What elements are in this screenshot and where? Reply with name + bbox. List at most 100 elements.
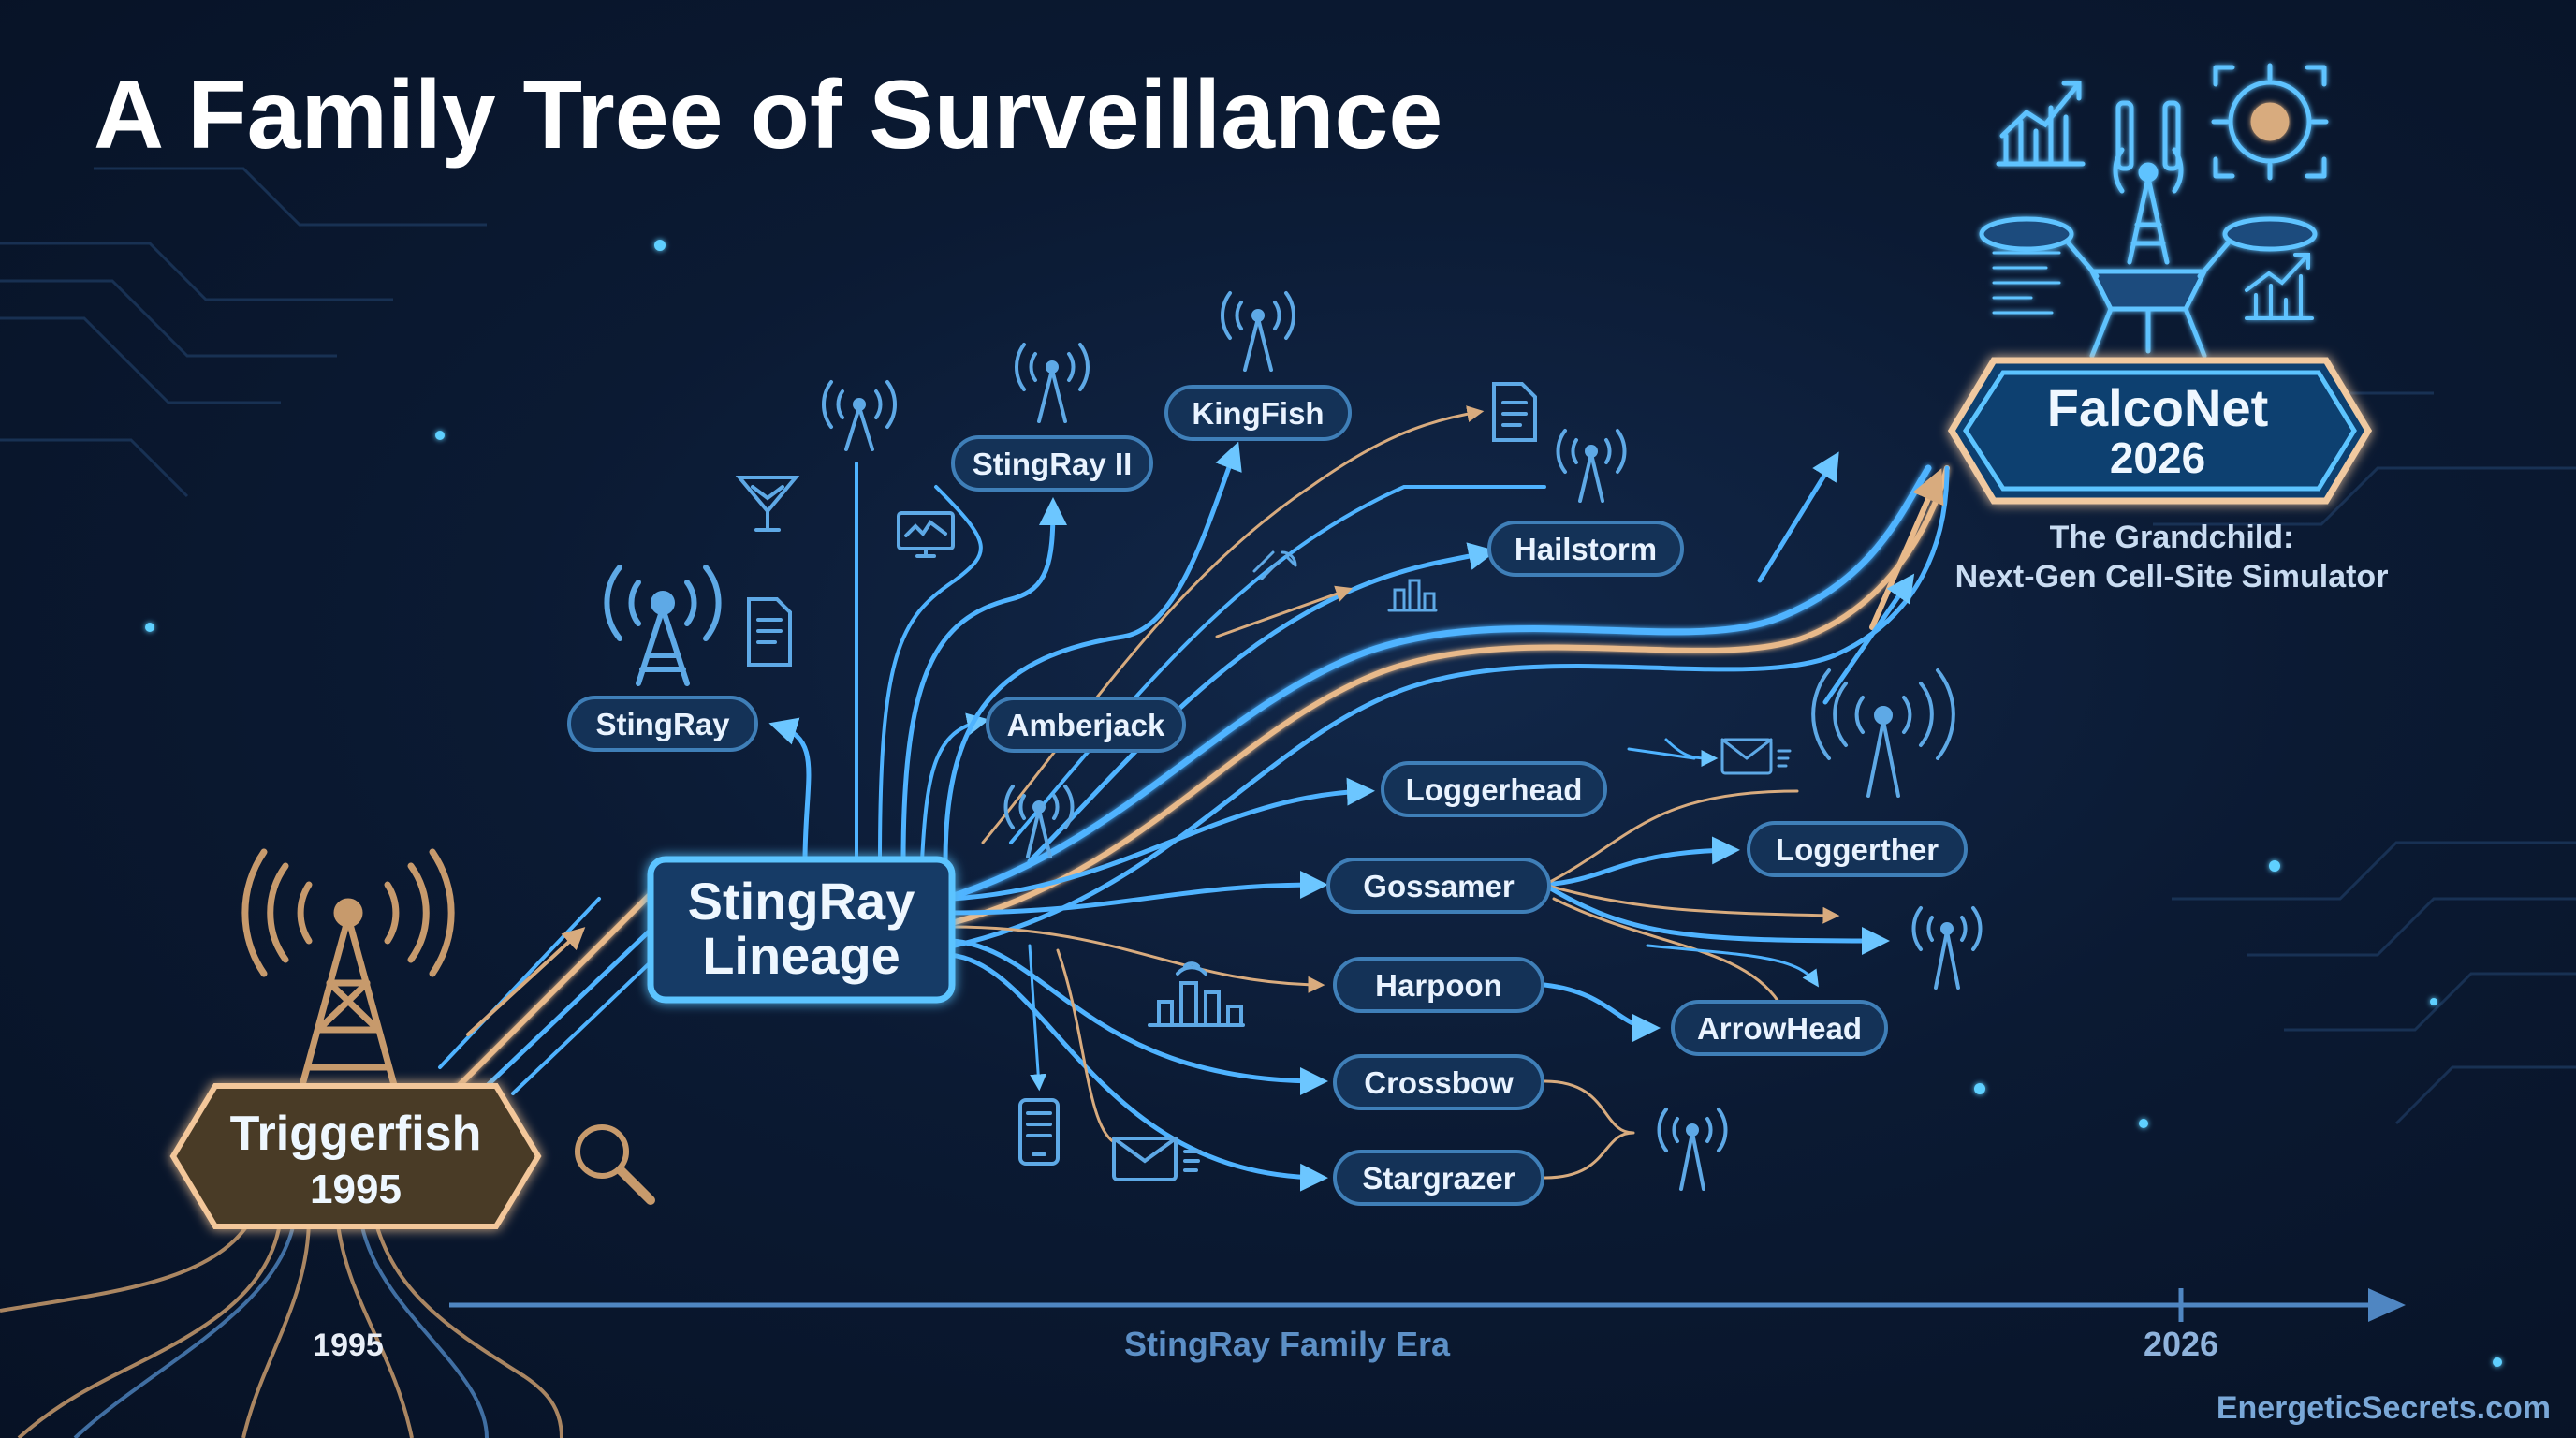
antenna-icon [1556, 429, 1627, 503]
hub-node-line1: StingRay [688, 872, 915, 931]
branch-node-label: Stargrazer [1362, 1161, 1515, 1196]
monitor-icon [897, 511, 955, 558]
document-icon [747, 597, 792, 667]
branch-node-pill [1487, 521, 1684, 577]
flow-to-stingray-ii [878, 485, 983, 863]
flow-gossamer-gold-down [1552, 897, 1780, 1004]
flow-gossamer-blue [1542, 882, 1890, 955]
flow-to-falconet-arrow1 [1757, 451, 1839, 583]
branch-nodes: StingRay StingRay II KingFishHailstormAmbe… [567, 385, 1968, 1206]
target-node-name: FalcoNet [2047, 378, 2269, 437]
branch-node-pill [1747, 821, 1968, 877]
flow-gossamer-gold-up [1543, 789, 1799, 887]
branch-node-label: Loggerther [1776, 832, 1939, 867]
flow-to-loggerther [1542, 836, 1740, 888]
root-node[interactable]: Triggerfish 1995 [169, 848, 655, 1229]
site-credit: EnergeticSecrets.com [2217, 1390, 2551, 1426]
branch-node-pill [1333, 1150, 1544, 1206]
circuit-background [0, 167, 2576, 1125]
flow-to-stargrazer [947, 952, 1328, 1192]
flow-to-gossamer [947, 871, 1328, 916]
antenna-icon [1221, 291, 1295, 372]
flow-small-gold [1215, 585, 1354, 638]
flow-harpoon-to-arrowhead [1542, 982, 1661, 1042]
target-caption-line2: Next-Gen Cell-Site Simulator [1955, 559, 2389, 594]
flow-to-harpoon [948, 925, 1325, 993]
flow-gossamer-gold [1543, 883, 1840, 924]
root-node-shape [169, 1083, 542, 1229]
flow-to-crossbow [947, 938, 1328, 1095]
tree-roots [0, 1216, 564, 1438]
target-node-year: 2026 [2110, 433, 2205, 482]
flow-to-kingfish [943, 441, 1242, 864]
flow-to-amberjack [920, 712, 990, 863]
radio-tower-icon [604, 565, 722, 686]
hub-node-line2: Lineage [702, 926, 900, 985]
branch-node-pill [1326, 858, 1551, 914]
antenna-icon [822, 380, 897, 451]
flow-to-hailstorm [1027, 542, 1497, 864]
page-title: A Family Tree of Surveillance [94, 61, 1442, 169]
flow-to-antenna-right [1009, 485, 1546, 844]
branch-node[interactable]: Harpoon [1333, 957, 1544, 1013]
timeline-era-label: StingRay Family Era [1124, 1325, 1451, 1363]
branch-node[interactable]: Stargrazer [1333, 1150, 1544, 1206]
branch-node-label: Crossbow [1364, 1065, 1514, 1100]
drone-icon [1979, 100, 2318, 359]
target-icon [2211, 63, 2329, 181]
tree-roots-blue [73, 1216, 489, 1438]
mail-icon [1720, 738, 1792, 775]
flow-to-phone [1028, 944, 1047, 1092]
branch-node[interactable]: Gossamer [1326, 858, 1551, 914]
flow-crossbow-stargrazer-merge [1543, 1079, 1635, 1180]
branch-node[interactable]: StingRay [567, 696, 758, 752]
target-caption-line1: The Grandchild: [2050, 520, 2294, 555]
branch-node-label: Gossamer [1363, 869, 1515, 903]
flow-root-to-hub-arrow [466, 927, 586, 1036]
branch-node-label: KingFish [1192, 396, 1324, 431]
root-node-year: 1995 [310, 1167, 402, 1212]
root-node-name: Triggerfish [230, 1107, 482, 1161]
flow-to-mail [1056, 948, 1116, 1144]
drone-dashboard-icon [1979, 63, 2329, 359]
flow-root-to-hub [456, 887, 658, 1089]
bar-chart-icon [1387, 579, 1438, 612]
branch-node[interactable]: Loggerhead [1381, 761, 1607, 817]
hub-node[interactable]: StingRay Lineage [647, 856, 956, 1004]
branch-node[interactable]: ArrowHead [1671, 1000, 1888, 1056]
branch-node-pill [1671, 1000, 1888, 1056]
flow-to-mail-right [1664, 738, 1719, 767]
branch-node[interactable]: Amberjack [986, 697, 1186, 753]
antenna-icon [1015, 343, 1090, 423]
target-node-inner-border [1963, 370, 2357, 492]
branch-node[interactable]: Hailstorm [1487, 521, 1684, 577]
branch-node-label: Loggerhead [1406, 772, 1583, 807]
target-node[interactable]: FalcoNet 2026 [1947, 357, 2373, 505]
decor-icons [604, 291, 1983, 1191]
flow-to-stingray-ii-b [900, 497, 1067, 864]
flow-to-falconet-arrow3 [1822, 573, 1915, 705]
branch-node[interactable]: StingRay II [951, 435, 1153, 492]
branch-node[interactable]: Loggerther [1747, 821, 1968, 877]
timeline-end-label: 2026 [2144, 1325, 2218, 1363]
magnifier-icon [575, 1124, 655, 1205]
satellite-icon [1252, 550, 1297, 580]
screen-lines-icon [1992, 251, 2061, 315]
chart-up-icon [2245, 253, 2314, 320]
branch-node-pill [1333, 957, 1544, 1013]
mail-icon [1112, 1137, 1202, 1181]
branch-node-pill [951, 435, 1153, 492]
branch-node-pill [1381, 761, 1607, 817]
branch-node-pill [567, 696, 758, 752]
antenna-icon [1657, 1108, 1728, 1191]
branch-node-label: ArrowHead [1697, 1011, 1862, 1046]
branch-node-label: StingRay II [973, 447, 1133, 481]
phone-icon [1018, 1098, 1060, 1166]
branch-node[interactable]: KingFish [1164, 385, 1352, 441]
bar-chart-icon [1148, 961, 1245, 1027]
target-node-shape [1947, 357, 2373, 505]
branch-node[interactable]: Crossbow [1333, 1054, 1544, 1110]
flow-lines [438, 405, 1950, 1192]
timeline: 1995 StingRay Family Era 2026 [313, 1288, 2406, 1363]
